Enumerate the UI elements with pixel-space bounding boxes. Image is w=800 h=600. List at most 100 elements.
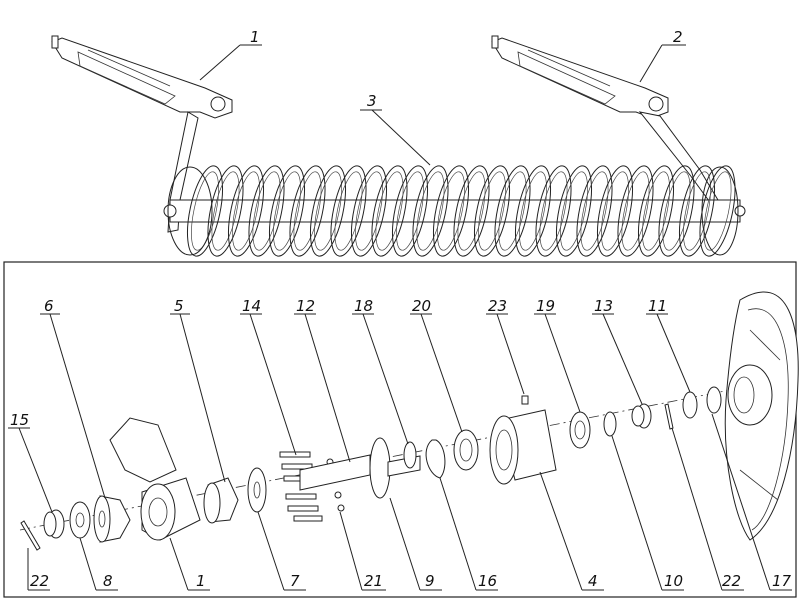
coil-turn-inner xyxy=(642,171,670,251)
coil-turn-inner xyxy=(375,171,404,251)
coil-turn-inner xyxy=(539,171,568,251)
washer-7 xyxy=(247,467,267,513)
coil-turn xyxy=(576,165,613,257)
bearing-19 xyxy=(569,411,591,449)
coil-turn-inner xyxy=(437,171,465,251)
callout-19: 19 xyxy=(536,297,555,315)
bushing-cone-6 xyxy=(93,495,131,543)
coil-turn-inner xyxy=(662,171,691,251)
coil-turn xyxy=(227,165,265,257)
coil-turn xyxy=(186,165,224,257)
right-mounting-arm xyxy=(491,35,719,206)
coil-turn-inner xyxy=(457,171,486,251)
callout-13: 13 xyxy=(594,297,613,315)
callout-22-right: 22 xyxy=(722,572,741,590)
arm-bracket-hub xyxy=(109,417,201,541)
coil-turn xyxy=(371,165,408,257)
coil-turn xyxy=(494,165,531,257)
coil-turn-inner xyxy=(498,171,527,251)
coil-turn xyxy=(658,165,695,257)
coil-turn xyxy=(248,165,285,257)
leader-line-2 xyxy=(639,44,663,83)
callout-4: 4 xyxy=(588,572,598,590)
coil-turn xyxy=(207,165,244,257)
coil-turn xyxy=(514,165,552,257)
coil-turn xyxy=(268,165,306,257)
callout-3: 3 xyxy=(367,92,377,110)
circlip-11 xyxy=(682,386,722,419)
coil-turn-inner xyxy=(191,171,219,251)
coil-turn-inner xyxy=(211,171,240,251)
roller-assembly-overview: 1 2 3 xyxy=(51,28,746,257)
coil-turn-inner xyxy=(314,171,342,251)
coil-turn xyxy=(453,165,490,257)
coil-turn-inner xyxy=(519,171,547,251)
bearing-exploded-view xyxy=(19,291,799,551)
coil-turn xyxy=(555,165,593,257)
cotter-pin-left xyxy=(20,520,41,551)
callout-9: 9 xyxy=(425,572,435,590)
coil-turn xyxy=(412,165,449,257)
coil-turn-inner xyxy=(580,171,609,251)
coil-turn xyxy=(391,165,429,257)
callout-22-left: 22 xyxy=(30,572,49,590)
callout-14: 14 xyxy=(242,297,261,315)
coil-turn xyxy=(309,165,347,257)
castle-nut xyxy=(43,509,65,539)
callout-2: 2 xyxy=(673,28,683,46)
washer-18 xyxy=(403,441,417,469)
coil-turn-inner xyxy=(396,171,424,251)
coil-turn-inner xyxy=(478,171,506,251)
coil-turn xyxy=(678,165,716,257)
bearing-20 xyxy=(453,429,479,471)
coil-turn-inner xyxy=(273,171,301,251)
coil-turn-inner xyxy=(601,171,629,251)
coil-turn xyxy=(596,165,634,257)
callout-8: 8 xyxy=(103,572,113,590)
coil-turn-inner xyxy=(416,171,445,251)
leader-line-1 xyxy=(199,44,241,81)
circlip-16 xyxy=(425,439,446,479)
spiral-roller-coils xyxy=(186,165,736,257)
coil-turn-inner xyxy=(560,171,588,251)
coil-turn-inner xyxy=(293,171,322,251)
washer-8 xyxy=(69,501,91,539)
coil-turn xyxy=(289,165,326,257)
callout-11: 11 xyxy=(648,297,667,315)
castle-nut-13 xyxy=(631,403,652,429)
flange-shaft-12 xyxy=(299,437,421,499)
callout-15: 15 xyxy=(10,411,29,429)
bushing-cone-5 xyxy=(203,477,239,524)
callout-7: 7 xyxy=(290,572,300,590)
roller-wheel-17 xyxy=(724,291,799,541)
coil-turn xyxy=(699,165,736,257)
coil-turn xyxy=(637,165,675,257)
coil-turn xyxy=(473,165,511,257)
callout-5: 5 xyxy=(174,297,184,315)
callout-18: 18 xyxy=(354,297,373,315)
grease-nipple-23 xyxy=(521,395,529,405)
callout-16: 16 xyxy=(478,572,497,590)
coil-turn xyxy=(330,165,367,257)
detail-callouts: 6 5 14 12 18 20 23 19 13 11 15 22 8 1 7 … xyxy=(8,297,792,591)
cotter-pin-right xyxy=(664,403,674,430)
callout-1: 1 xyxy=(250,28,260,46)
callout-6: 6 xyxy=(44,297,54,315)
coil-turn-inner xyxy=(703,171,732,251)
coil-turn xyxy=(535,165,572,257)
bolts-14 xyxy=(279,451,323,522)
callout-17: 17 xyxy=(772,572,792,590)
coil-turn xyxy=(617,165,654,257)
callout-10: 10 xyxy=(664,572,683,590)
washer-10 xyxy=(603,411,617,437)
bearing-housing-4 xyxy=(489,409,557,485)
callout-12: 12 xyxy=(296,297,315,315)
callout-23: 23 xyxy=(488,297,507,315)
coil-turn xyxy=(350,165,388,257)
coil-turn-inner xyxy=(683,171,711,251)
coil-turn xyxy=(432,165,470,257)
callout-20: 20 xyxy=(412,297,431,315)
coil-turn-inner xyxy=(621,171,650,251)
callout-21: 21 xyxy=(364,572,383,590)
